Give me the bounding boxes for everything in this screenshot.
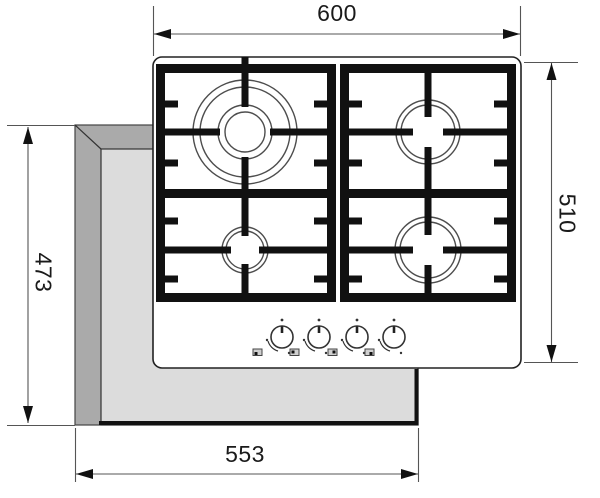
- dimension-cutout-depth-473: [7, 124, 75, 427]
- knob-off-dot: [392, 318, 396, 322]
- knob-range-arc: [304, 340, 316, 352]
- knob-front-right: [364, 318, 406, 356]
- arrow-up-icon: [23, 127, 33, 144]
- grate-right-nubs: [347, 100, 509, 283]
- dimension-label-depth: 510: [554, 193, 581, 234]
- knob-min-dot: [324, 351, 328, 355]
- arrow-up-icon: [546, 63, 557, 80]
- knob-range-arc: [379, 340, 391, 352]
- dimension-label-cutout-width: 553: [225, 441, 265, 467]
- knob-off-dot: [280, 318, 284, 322]
- knob-off-dot: [317, 318, 321, 322]
- knob-range-arc: [267, 340, 279, 352]
- cutout-corner-miter: [74, 124, 102, 150]
- knob-min-dot: [399, 351, 403, 355]
- knob-range-arc: [342, 340, 354, 352]
- dimension-label-width: 600: [317, 0, 357, 26]
- arrow-left-icon: [76, 469, 93, 479]
- dimension-width-600: [152, 6, 522, 56]
- burner-indicator-dot: [332, 350, 336, 354]
- knob-rear-right: [327, 318, 369, 356]
- arrow-down-icon: [546, 345, 557, 362]
- dimension-label-cutout-depth: 473: [30, 252, 57, 293]
- arrow-right-icon: [401, 469, 418, 479]
- burner-indicator-dot: [369, 352, 373, 355]
- arrow-right-icon: [503, 29, 520, 39]
- burner-indicator-dot: [254, 352, 258, 355]
- knob-front-left: [289, 318, 331, 356]
- knob-max-dot: [302, 338, 306, 342]
- grate-left: [156, 57, 336, 302]
- knob-max-dot: [377, 338, 381, 342]
- grate-left-nubs: [163, 100, 329, 283]
- grate-right: [340, 64, 516, 302]
- dimension-cutout-width-553: [74, 428, 420, 482]
- burner-indicator-dot: [291, 350, 295, 354]
- cutout-edge-left: [75, 125, 101, 425]
- dimension-depth-510: [524, 61, 578, 364]
- hob-surface: [152, 56, 522, 369]
- knob-max-dot: [340, 338, 344, 342]
- arrow-left-icon: [154, 29, 171, 39]
- knob-max-dot: [265, 338, 269, 342]
- arrow-down-icon: [23, 406, 33, 423]
- knob-off-dot: [355, 318, 359, 322]
- control-panel: [252, 318, 406, 356]
